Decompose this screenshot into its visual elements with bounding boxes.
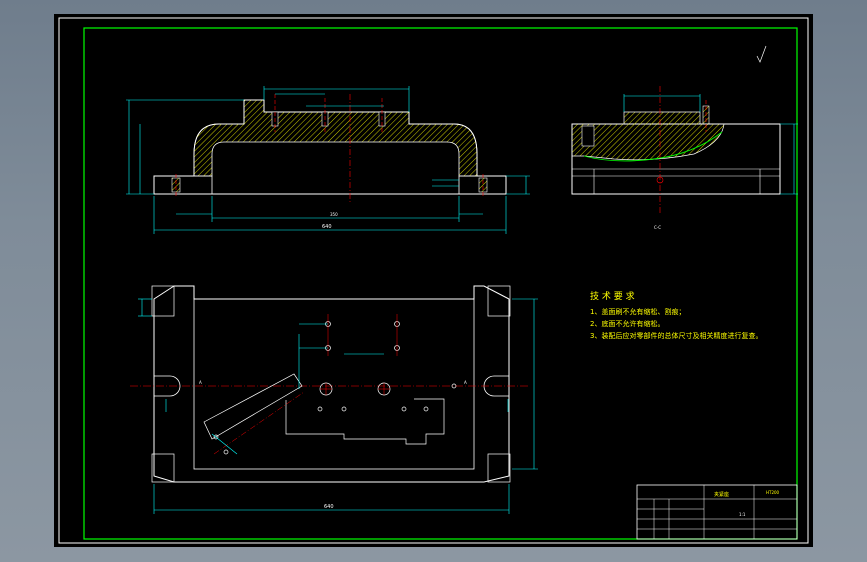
tech-requirement-1: 1、盖面刷不允有缩松、割痕；: [590, 307, 685, 316]
plan-inner-rect: [193, 298, 475, 470]
front-view: 640 350: [126, 86, 530, 234]
front-view-hatch: [193, 99, 478, 177]
roughness-symbol: [756, 45, 767, 63]
plan-view: 640 A A: [130, 285, 538, 514]
cad-viewport[interactable]: 640 350 C-C: [54, 14, 813, 547]
section-label: C-C: [654, 225, 661, 230]
plan-overall-length: 640: [324, 504, 334, 510]
tech-requirement-2: 2、底面不允许有缩松。: [590, 319, 664, 328]
front-left-flange: [153, 175, 213, 195]
cad-drawing: 640 350 C-C: [58, 17, 809, 544]
side-view: C-C: [571, 45, 798, 230]
title-block-material: HT200: [766, 490, 780, 495]
front-overall-length: 640: [322, 224, 332, 230]
side-view-hatch: [571, 111, 725, 161]
title-block-scale: 1:1: [739, 512, 746, 517]
plan-view-dimensions: [138, 298, 538, 514]
front-inner-width: 350: [330, 212, 338, 217]
front-right-flange: [458, 175, 507, 195]
sheet-frame: [58, 17, 809, 544]
tech-requirement-3: 3、装配后应对零部件的总体尺寸及相关精度进行复查。: [590, 331, 762, 340]
plan-view-outline: [153, 285, 510, 483]
tech-requirements-title: 技 术 要 求: [590, 290, 635, 302]
title-block-drawing-name: 夹紧座: [714, 491, 729, 498]
section-marker-left: A: [199, 380, 202, 385]
tech-requirements: 技 术 要 求 1、盖面刷不允有缩松、割痕； 2、底面不允许有缩松。 3、装配后…: [590, 290, 762, 340]
drawing-border: [83, 27, 798, 540]
title-block: 夹紧座 HT200 1:1: [636, 484, 798, 540]
section-marker-right: A: [464, 380, 467, 385]
front-view-dimensions: [126, 86, 530, 234]
